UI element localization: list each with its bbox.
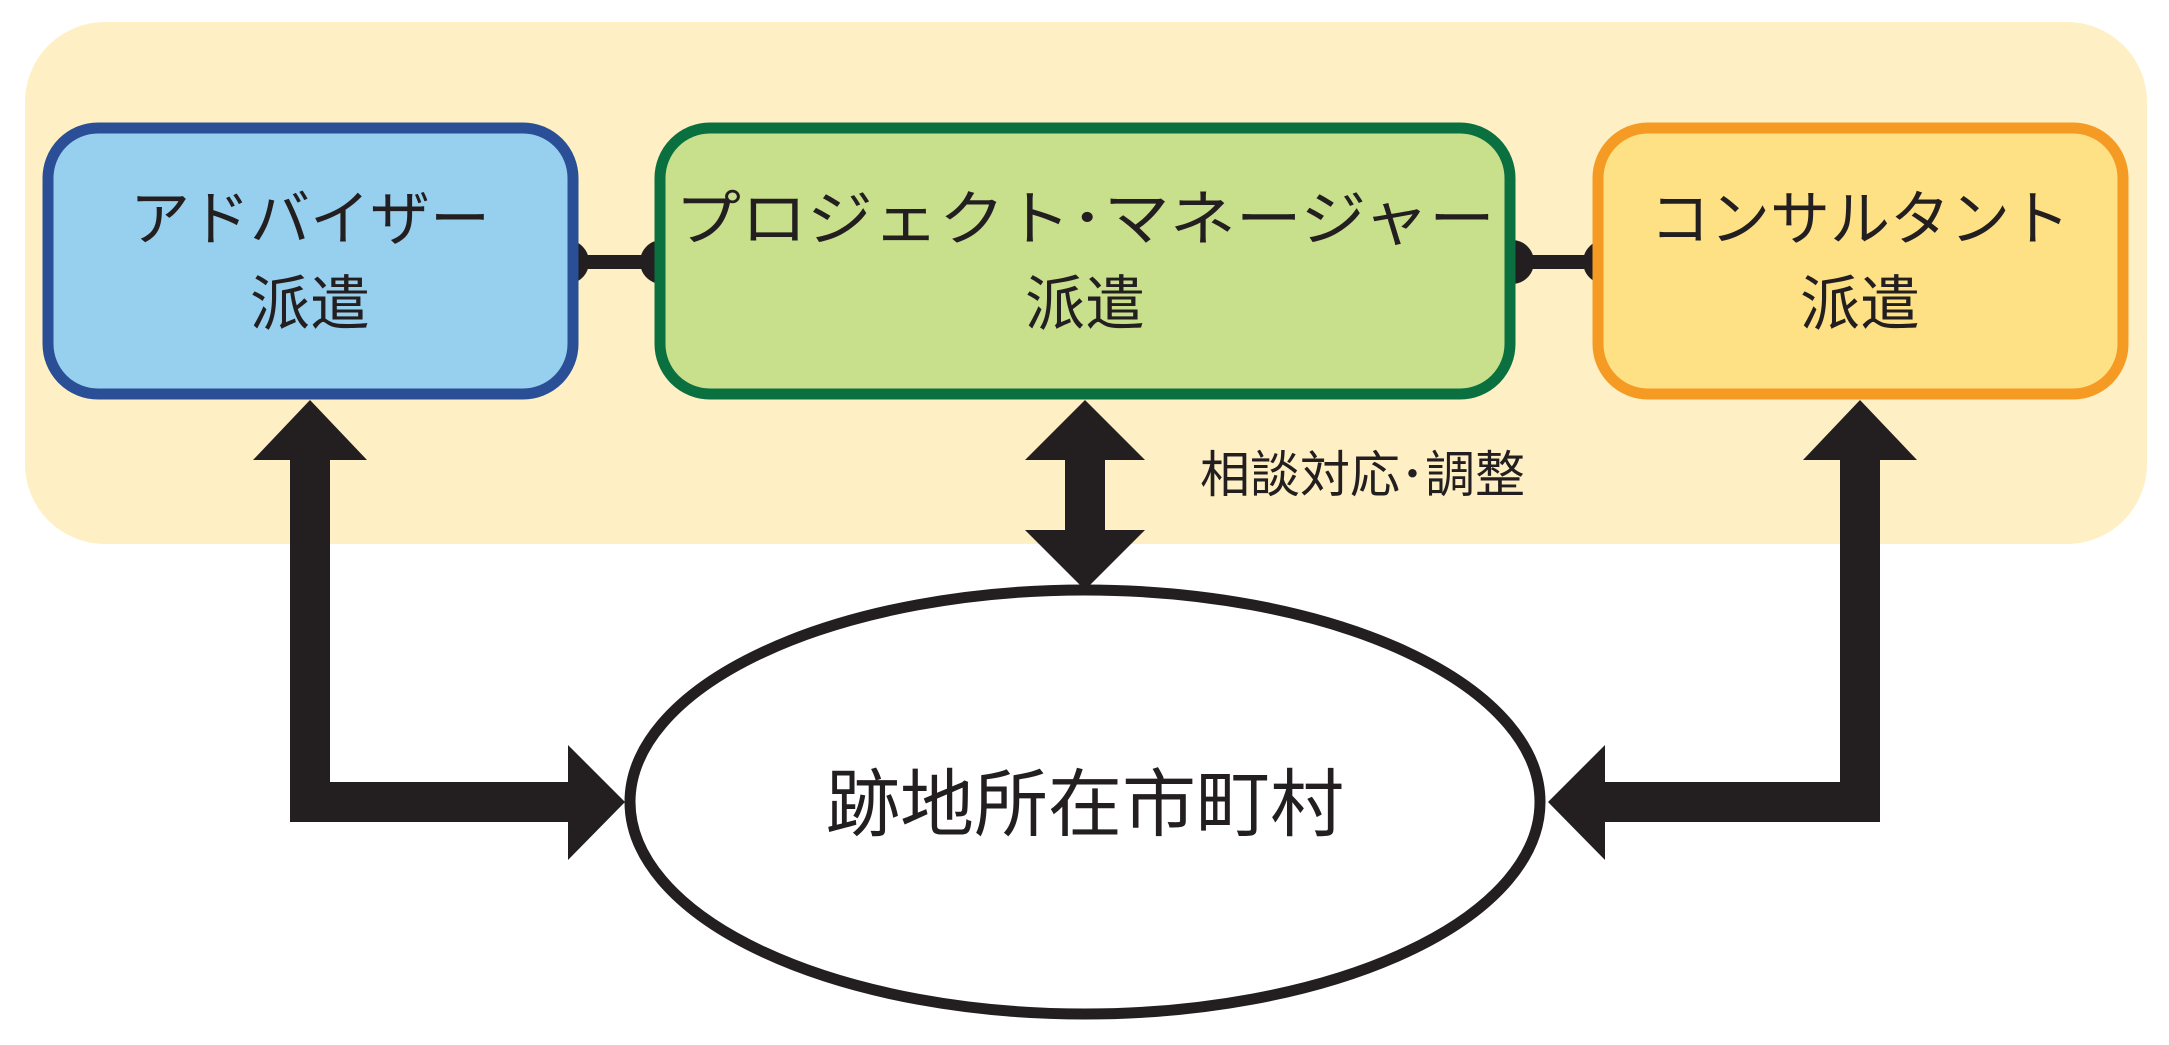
advisor-box (42, 122, 579, 400)
arrow-advisor-municipality (253, 400, 625, 860)
municipality-label: 跡地所在市町村 (826, 762, 1344, 848)
advisor-label-line1: アドバイザー (130, 185, 490, 255)
arrow-pm-municipality (1025, 400, 1145, 590)
consultation-label: 相談対応･調整 (1200, 446, 1525, 504)
node-project-manager: プロジェクト･マネージャー 派遣 (654, 122, 1516, 400)
project-manager-box (654, 122, 1516, 400)
node-municipality: 跡地所在市町村 (624, 584, 1546, 1020)
advisor-label-line2: 派遣 (250, 270, 370, 340)
municipality-ellipse (624, 584, 1546, 1020)
consultant-label-line1: コンサルタント (1650, 185, 2070, 255)
arrow-consultant-municipality (1548, 400, 1917, 860)
node-advisor: アドバイザー 派遣 (42, 122, 579, 400)
project-manager-label-line2: 派遣 (1025, 270, 1145, 340)
node-consultant: コンサルタント 派遣 (1592, 122, 2129, 400)
consultant-label-line2: 派遣 (1800, 270, 1920, 340)
consultant-box (1592, 122, 2129, 400)
project-manager-label-line1: プロジェクト･マネージャー (675, 185, 1495, 255)
